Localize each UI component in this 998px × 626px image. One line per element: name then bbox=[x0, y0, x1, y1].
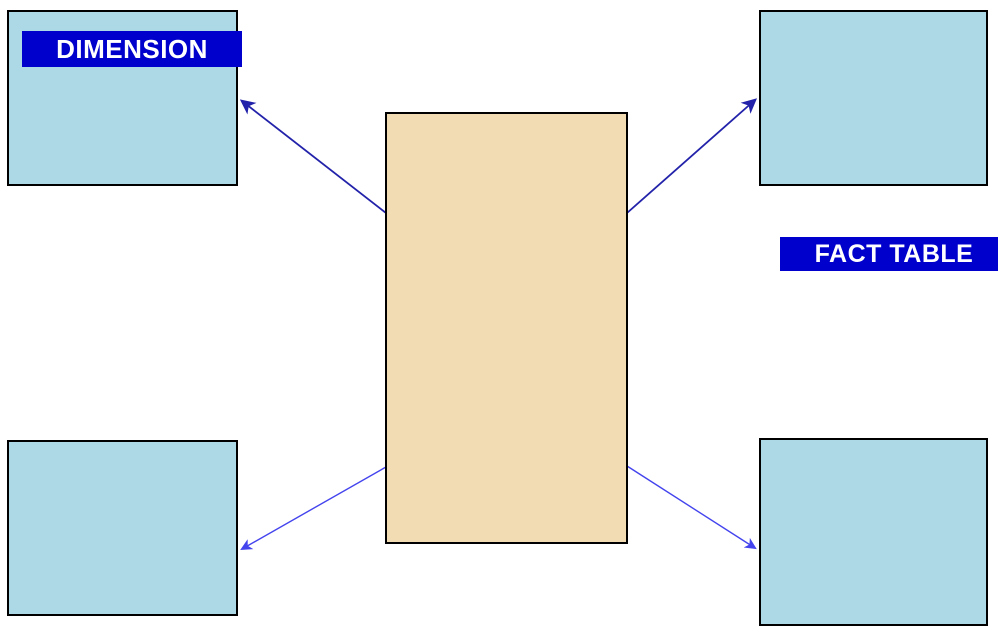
dimension-table-bottom-right[interactable]: DIMENSION bbox=[759, 438, 988, 626]
fact-table-title: FACT TABLE bbox=[780, 237, 998, 271]
fact-table[interactable]: FACT TABLE bbox=[385, 112, 998, 544]
relationship-fact-to-top-right bbox=[626, 98, 758, 214]
relationship-fact-to-top-left bbox=[239, 99, 387, 214]
relationship-fact-to-bottom-right bbox=[626, 465, 757, 550]
dimension-table-bottom-left[interactable]: DIMENSION bbox=[7, 440, 238, 616]
dimension-table-top-right[interactable]: DIMENSION bbox=[759, 10, 988, 186]
dimension-table-top-left[interactable]: DIMENSION bbox=[7, 10, 242, 186]
dimension-table-title-top-left: DIMENSION bbox=[22, 31, 242, 67]
relationship-fact-to-bottom-left bbox=[240, 466, 387, 551]
